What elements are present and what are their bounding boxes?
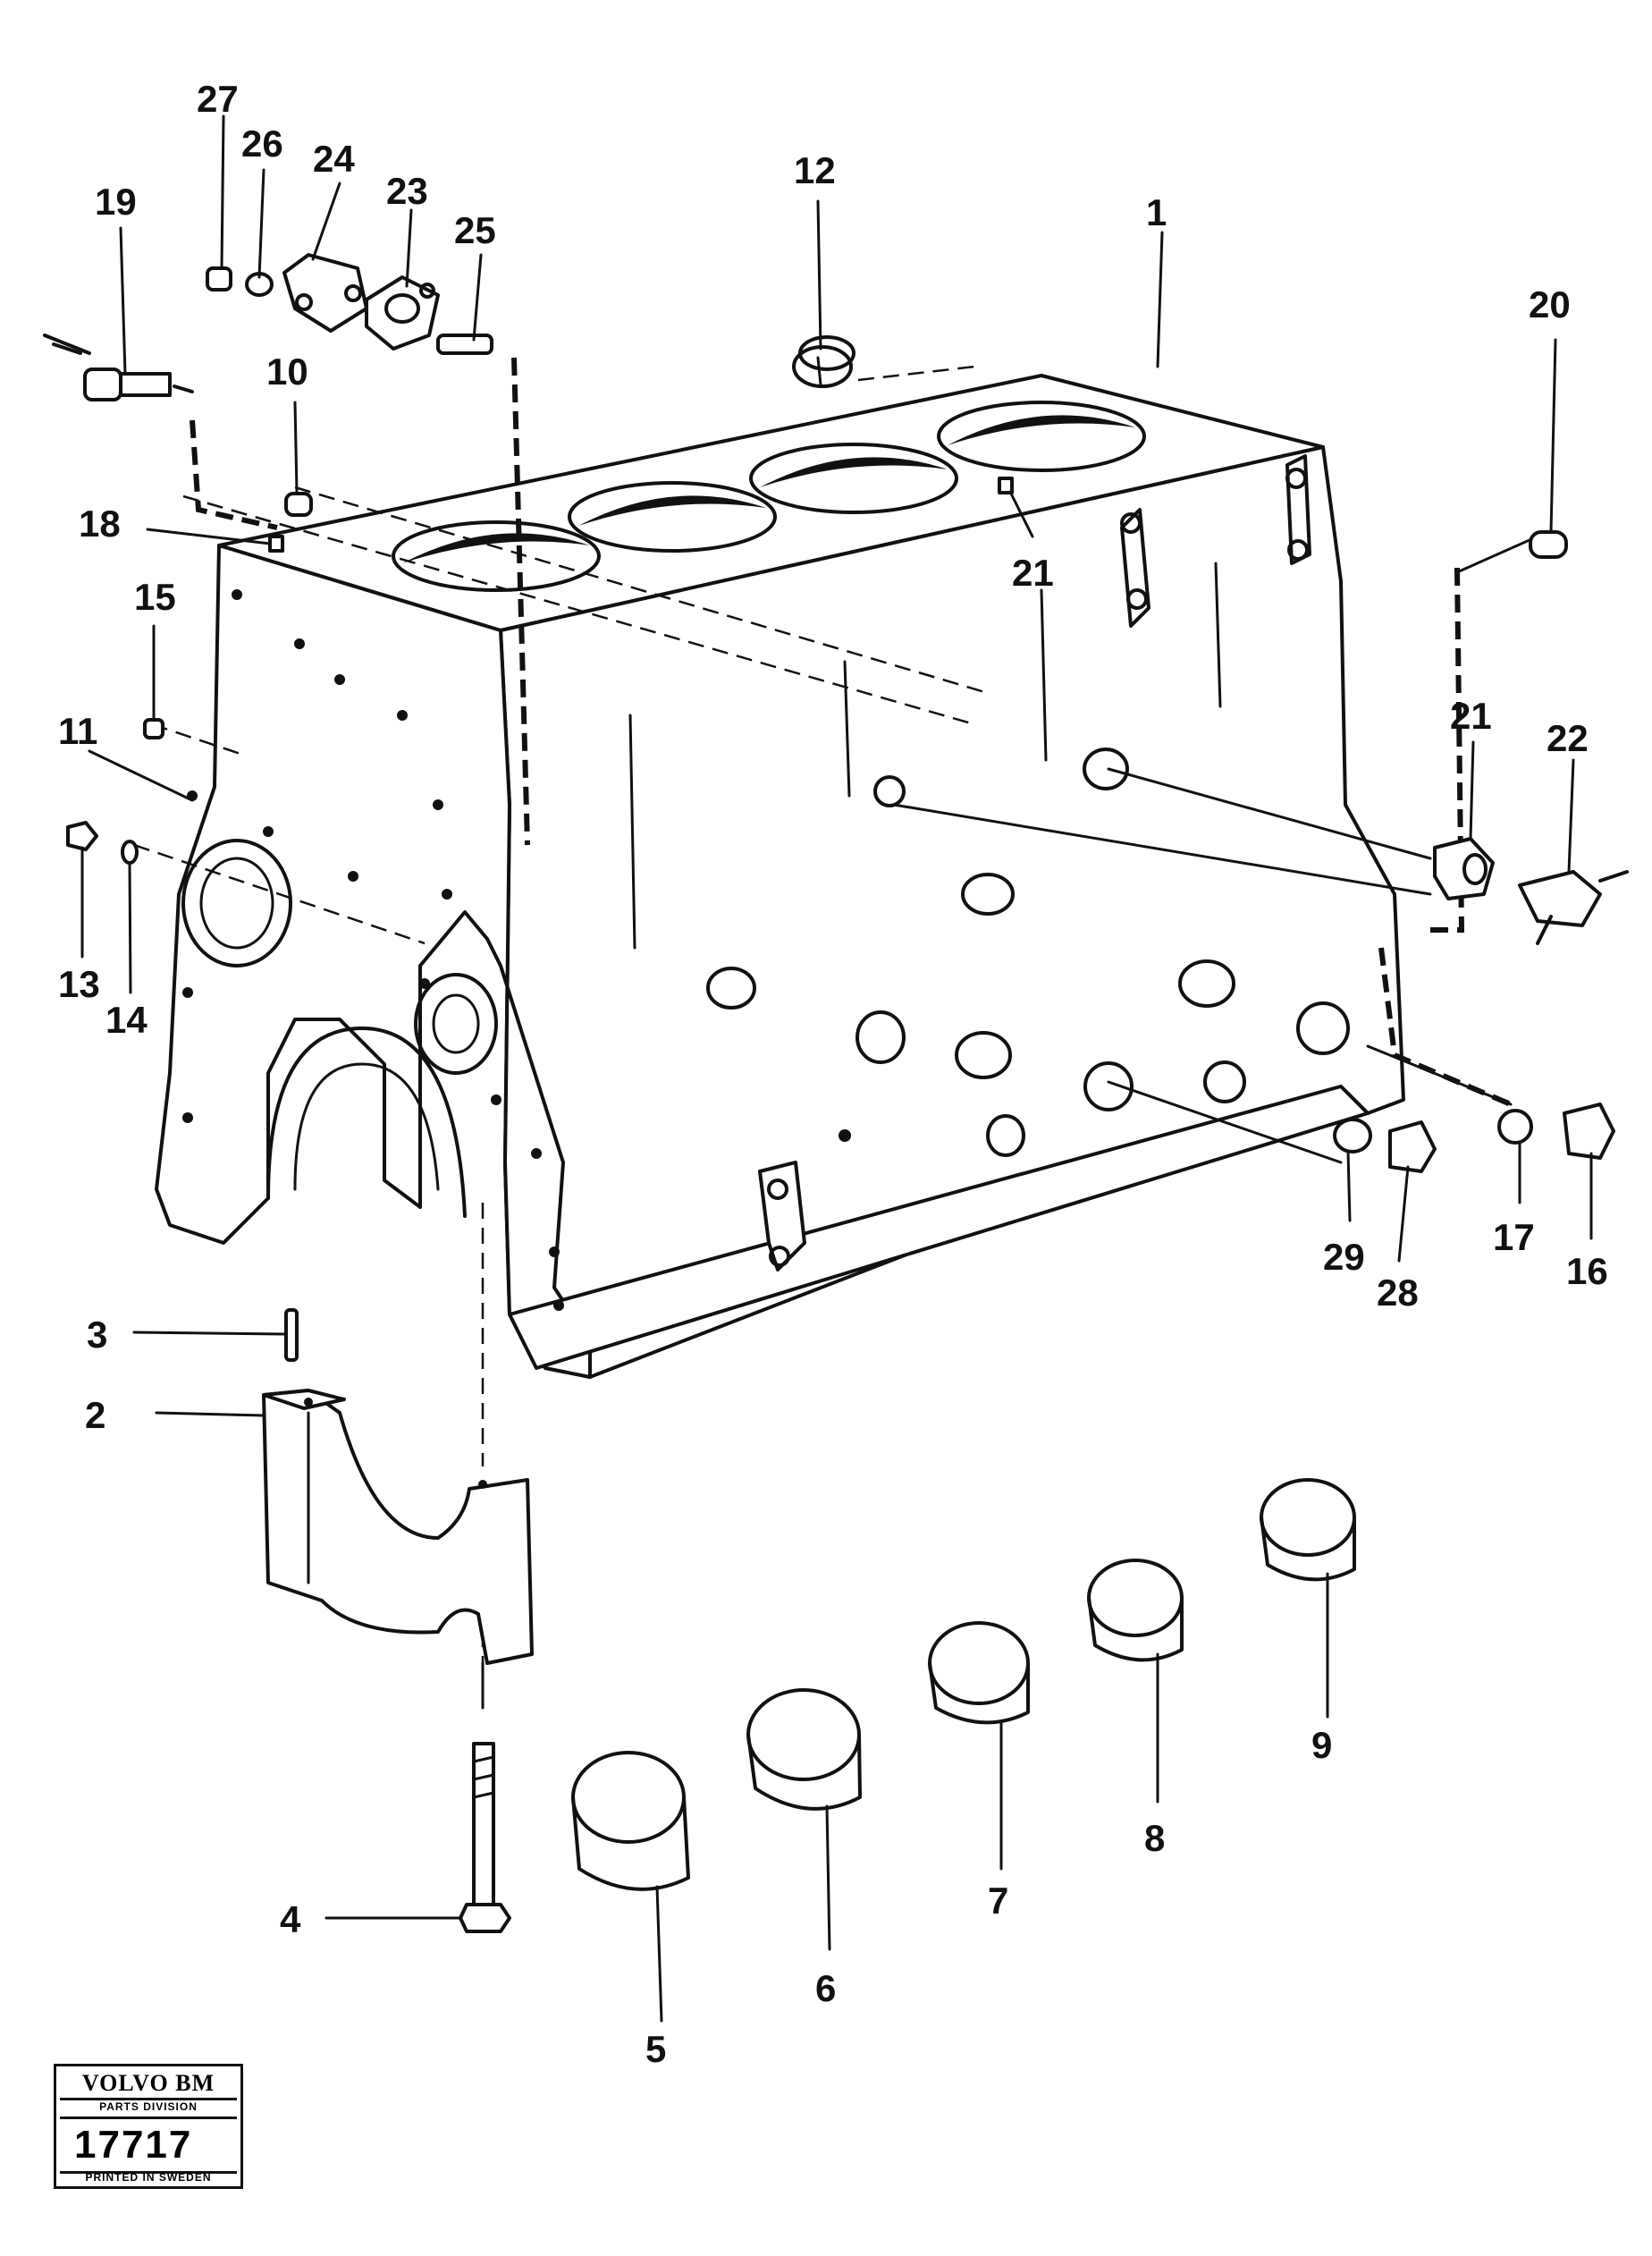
part-7-bearing-shell: [928, 1621, 1030, 1725]
leader-lines: [80, 114, 1593, 2023]
callout-24: 24: [313, 138, 355, 180]
assembly-lines: [133, 357, 1539, 1710]
callout-1: 1: [1146, 191, 1167, 233]
part-9-bearing-shell: [1260, 1478, 1356, 1582]
side-bosses: [706, 748, 1350, 1157]
stamp-brand: VOLVO BM: [60, 2069, 237, 2100]
part-28-29-plug: [1333, 1118, 1437, 1173]
callout-numbers: 1 2 3 4 5 6 7 8 9 10 11 12 13 14 15 16 1…: [58, 78, 1608, 2070]
part-6-bearing-shell: [746, 1688, 862, 1811]
callout-13: 13: [58, 963, 100, 1005]
callout-5: 5: [645, 2028, 666, 2070]
part-13-14-bolt-washer: [66, 821, 139, 865]
callout-8: 8: [1144, 1817, 1165, 1859]
callout-21-top: 21: [1012, 552, 1054, 594]
part-4-bolt: [459, 1742, 511, 1933]
callout-6: 6: [815, 1967, 836, 2009]
part-3-pin: [284, 1308, 299, 1362]
part-12-plug: [792, 335, 856, 388]
callout-21-right: 21: [1450, 695, 1492, 737]
callout-3: 3: [87, 1314, 107, 1356]
callout-11: 11: [58, 710, 97, 752]
callout-14: 14: [105, 999, 148, 1041]
part-2-bearing-cap: [262, 1389, 534, 1665]
callout-15: 15: [134, 576, 176, 618]
part-20-sleeve: [1529, 530, 1568, 559]
callout-23: 23: [386, 170, 428, 212]
cylinder-block: [155, 374, 1405, 1379]
callout-7: 7: [988, 1880, 1008, 1922]
callout-18: 18: [79, 503, 121, 545]
part-15-plug: [143, 718, 164, 739]
part-5-bearing-shell: [571, 1751, 690, 1891]
part-10-dowel: [284, 492, 313, 517]
callout-25: 25: [454, 209, 496, 251]
part-23-27-cover: [206, 253, 493, 355]
callout-26: 26: [241, 123, 283, 165]
part-21-22-fitting: [1433, 837, 1629, 945]
callout-28: 28: [1377, 1272, 1419, 1314]
part-16-17-plug: [1497, 1103, 1615, 1160]
part-19-sender: [43, 334, 194, 401]
callout-9: 9: [1311, 1724, 1332, 1766]
callout-16: 16: [1566, 1250, 1608, 1292]
part-8-bearing-shell: [1087, 1559, 1184, 1662]
callout-27: 27: [197, 78, 239, 120]
callout-22: 22: [1547, 717, 1589, 759]
part-18-pin: [268, 535, 284, 553]
callout-17: 17: [1493, 1216, 1535, 1258]
callout-20: 20: [1529, 283, 1571, 325]
cylinder-bores: [392, 401, 1146, 592]
stamp-division: PARTS DIVISION: [99, 2100, 198, 2113]
volvo-bm-stamp: VOLVO BM PARTS DIVISION 17717 PRINTED IN…: [54, 2064, 243, 2189]
callout-4: 4: [280, 1898, 301, 1940]
part-21-pin-top: [998, 477, 1014, 494]
callout-19: 19: [95, 181, 137, 223]
callout-10: 10: [266, 351, 308, 393]
stamp-code: 17717: [60, 2117, 237, 2174]
stamp-printed: PRINTED IN SWEDEN: [85, 2171, 212, 2184]
callout-29: 29: [1323, 1236, 1365, 1278]
callout-12: 12: [794, 149, 836, 191]
callout-2: 2: [85, 1394, 105, 1436]
